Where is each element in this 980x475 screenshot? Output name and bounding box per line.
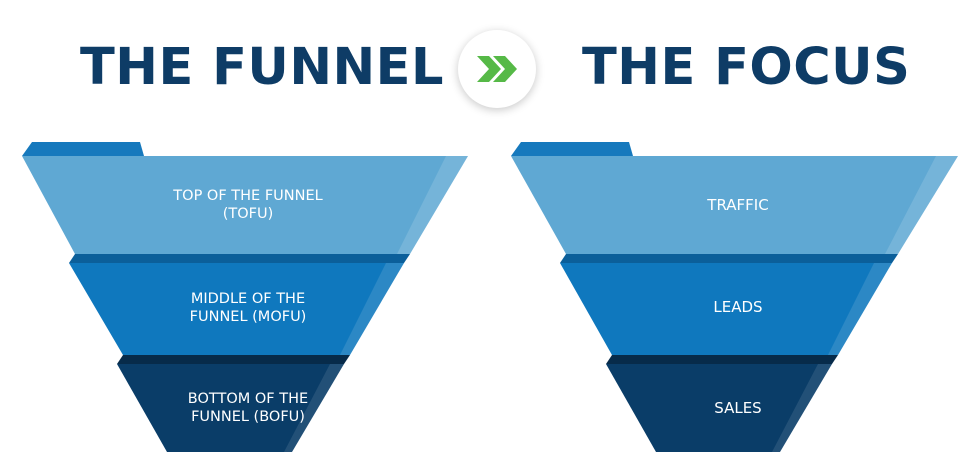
- leads-label: LEADS: [713, 298, 763, 316]
- right-funnel-top-shine: [885, 156, 958, 254]
- left-funnel-middle-shine: [340, 263, 404, 355]
- left-funnel-bottom-tier: [117, 364, 344, 452]
- double-chevron-right-icon: [477, 56, 517, 82]
- traffic-label: TRAFFIC: [707, 196, 769, 214]
- right-funnel-bottom-shine: [772, 364, 832, 452]
- left-funnel-tab: [22, 142, 144, 156]
- right-funnel-middle-shine: [828, 263, 892, 355]
- left-funnel-bottom-shine: [284, 364, 344, 452]
- right-funnel-bottom-tier: [606, 364, 832, 452]
- right-funnel: [511, 142, 958, 452]
- tofu-label: TOP OF THE FUNNEL (TOFU): [173, 188, 323, 222]
- right-funnel-top-tier: [511, 156, 958, 254]
- right-funnel-top-lip: [560, 254, 898, 263]
- right-funnel-middle-lip: [606, 355, 838, 364]
- left-funnel-top-lip: [69, 254, 410, 263]
- bofu-label: BOTTOM OF THE FUNNEL (BOFU): [187, 391, 309, 425]
- left-funnel-top-tier: [22, 156, 468, 254]
- sales-label: SALES: [714, 399, 762, 417]
- arrow-badge: [458, 30, 536, 108]
- funnel-title: THE FUNNEL: [80, 38, 445, 97]
- left-funnel: [22, 142, 468, 452]
- mofu-label: MIDDLE OF THE FUNNEL (MOFU): [189, 291, 307, 325]
- right-funnel-middle-tier: [560, 263, 892, 355]
- focus-title: THE FOCUS: [582, 38, 911, 97]
- right-funnel-tab: [511, 142, 633, 156]
- left-funnel-middle-lip: [117, 355, 350, 364]
- left-funnel-middle-tier: [69, 263, 404, 355]
- left-funnel-top-shine: [397, 156, 468, 254]
